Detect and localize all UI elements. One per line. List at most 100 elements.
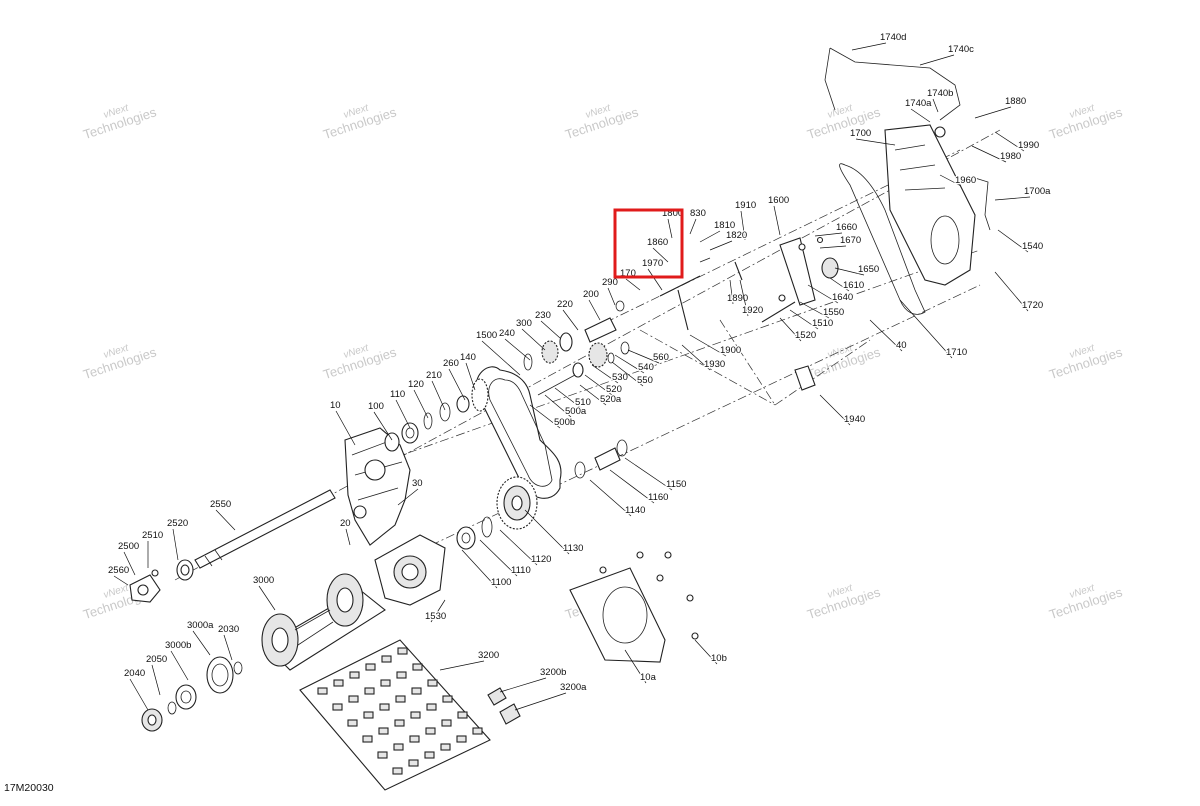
callout-label-2510: 2510 [142,530,163,541]
callout-label-2500: 2500 [118,541,139,552]
callout-label-210: 210 [426,370,442,381]
callout-leader [170,650,189,681]
callout-label-3200b: 3200b [540,667,566,678]
callout-label-100: 100 [368,401,384,412]
callout-leader [562,309,579,331]
callout-leader [819,245,847,249]
plate-slot [377,751,388,759]
callout-leader [607,287,616,306]
callout-label-1500: 1500 [476,330,497,341]
callout-label-1160: 1160 [648,492,668,503]
callout-label-20: 20 [340,518,351,529]
callout-leader [499,677,547,693]
plate-slot [332,703,343,711]
callout-label-1520: 1520 [795,330,816,341]
callout-leader [373,411,393,441]
callout-leader [910,108,931,123]
output-shaft-2550 [194,489,336,569]
callout-label-3000a: 3000a [187,620,214,631]
callout-leader [647,268,663,291]
track-drive-bearing-group [141,656,243,732]
plate-slot [363,711,374,719]
plate-slot [472,727,483,735]
plate-slot [408,759,419,767]
plate-slot [349,671,360,679]
callout-leader [611,361,644,387]
callout-leader [481,340,521,376]
callout-leader [799,301,830,319]
lower-bearings [456,439,628,550]
callout-leader [461,549,498,589]
callout-leader [397,488,419,506]
callout-label-1610: 1610 [843,280,864,291]
callout-leader [729,279,734,305]
callout-leader [899,299,953,359]
callout-leader [521,328,546,351]
callout-leader [215,509,236,531]
callout-leader [807,284,839,304]
lower-sprocket-1130 [496,476,538,530]
track-clips-3200ab [487,687,521,725]
callout-leader [430,599,446,623]
callout-leader [974,106,1012,119]
callout-label-1100: 1100 [491,577,511,588]
plate-slot [394,719,405,727]
callout-label-830: 830 [690,208,706,219]
callout-leader [681,344,711,371]
callout-leader [113,575,129,586]
callout-label-1120: 1120 [531,554,551,565]
callout-label-1930: 1930 [704,359,725,370]
callout-label-10a: 10a [640,672,657,683]
callout-label-1540: 1540 [1022,241,1043,252]
callout-label-1740a: 1740a [905,98,932,109]
callout-label-1860: 1860 [647,237,668,248]
plate-slot [380,679,391,687]
callout-label-1940: 1940 [844,414,865,425]
callout-leader [667,218,673,239]
callout-leader [588,299,601,321]
plate-slot [397,647,408,655]
upper-gear-cluster [523,300,630,396]
callout-label-1960: 1960 [955,175,976,186]
callout-leader [919,54,955,66]
plate-slot [409,735,420,743]
callout-leader [694,639,718,665]
callout-leader [814,232,843,237]
callout-leader [123,551,136,576]
callout-label-530: 530 [612,372,628,383]
callout-leader [624,457,673,491]
callout-label-1990: 1990 [1018,140,1039,151]
callout-leader [431,380,446,411]
callout-leader [829,277,850,292]
callout-label-1910: 1910 [735,200,756,211]
callout-leader [192,630,211,656]
callout-leader [773,205,781,236]
plate-slot [441,719,452,727]
callout-label-1740c: 1740c [948,44,974,55]
callout-leader [869,319,903,352]
callout-leader [740,210,746,241]
callout-label-500a: 500a [565,406,587,417]
callout-leader [129,678,149,711]
callout-leader [627,349,660,364]
callout-label-1670: 1670 [840,235,861,246]
callout-leader [413,389,429,419]
gearbox-housing-10 [344,427,411,546]
callout-leader [994,131,1025,152]
callout-label-240: 240 [499,328,515,339]
callout-label-500b: 500b [554,417,575,428]
callout-leader [819,394,851,426]
callout-label-520: 520 [606,384,622,395]
callout-label-1640: 1640 [832,292,853,303]
callout-leader [395,399,411,429]
callout-leader [789,309,819,330]
callout-leader [614,354,645,374]
plate-slot [412,663,423,671]
callout-leader [524,509,570,555]
callout-label-120: 120 [408,379,424,390]
